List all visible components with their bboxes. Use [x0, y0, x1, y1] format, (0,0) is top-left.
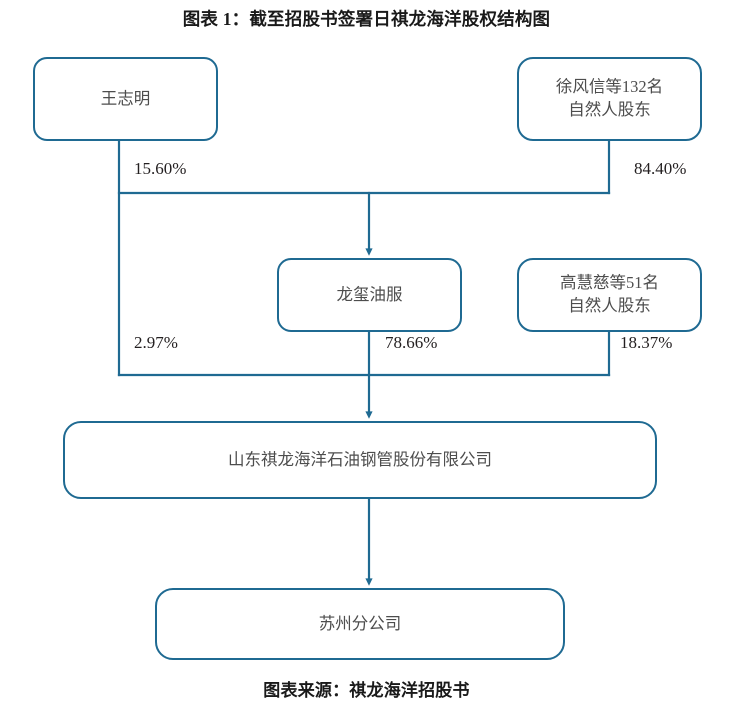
node-gaohuici-shareholders-label: 高慧慈等51名 自然人股东 — [560, 273, 659, 315]
page-title: 图表 1：截至招股书签署日祺龙海洋股权结构图 — [182, 9, 551, 29]
node-wangzhiming[interactable]: 王志明 — [33, 57, 218, 141]
node-xufengxin-shareholders-label: 徐风信等132名 自然人股东 — [555, 77, 664, 119]
edge-label-xufengxin-to-longxi: 84.40% — [634, 159, 687, 178]
node-suzhou-branch-label: 苏州分公司 — [318, 613, 402, 633]
node-xufengxin-shareholders[interactable]: 徐风信等132名 自然人股东 — [517, 57, 702, 141]
node-main-company-label: 山东祺龙海洋石油钢管股份有限公司 — [228, 449, 492, 469]
node-wangzhiming-label: 王志明 — [100, 88, 151, 108]
edge-label-wangzhiming-to-main: 2.97% — [134, 333, 178, 352]
edge-label-longxi-to-main: 78.66% — [385, 333, 438, 352]
node-gaohuici-shareholders[interactable]: 高慧慈等51名 自然人股东 — [517, 258, 702, 332]
edge-label-wangzhiming-to-longxi: 15.60% — [134, 159, 187, 178]
node-longxi-oil-service-label: 龙玺油服 — [336, 284, 403, 304]
node-longxi-oil-service[interactable]: 龙玺油服 — [277, 258, 462, 332]
chart-source-note: 图表来源：祺龙海洋招股书 — [263, 681, 470, 700]
node-main-company[interactable]: 山东祺龙海洋石油钢管股份有限公司 — [63, 421, 657, 499]
node-suzhou-branch[interactable]: 苏州分公司 — [155, 588, 565, 660]
edge-label-gaohuici-to-main: 18.37% — [620, 333, 673, 352]
